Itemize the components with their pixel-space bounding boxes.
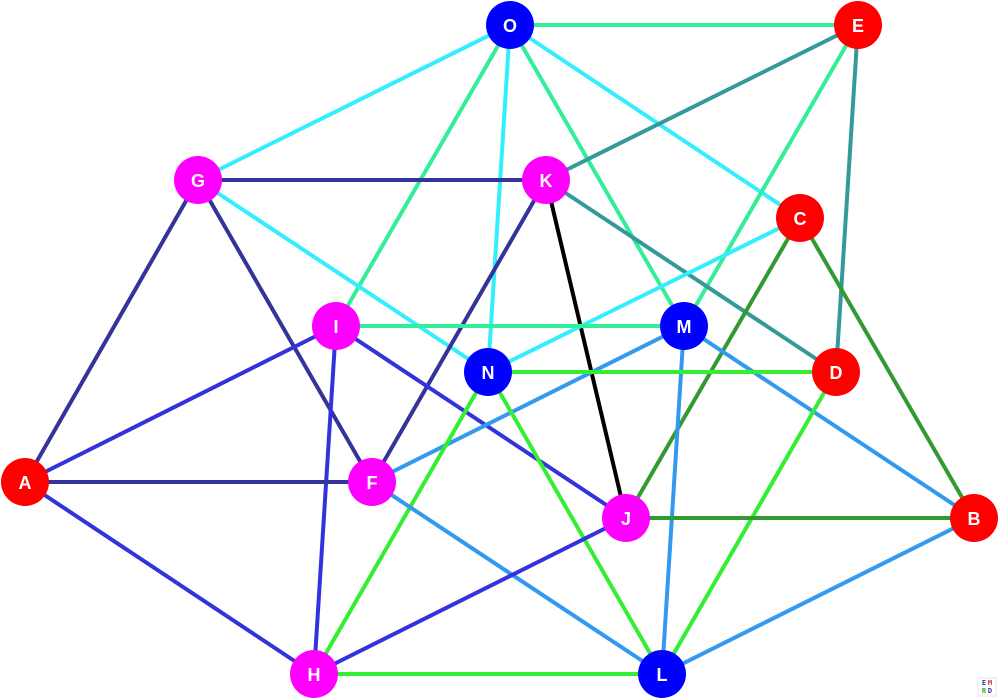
edge-b-l (661, 516, 975, 676)
edge-o-i (334, 23, 512, 328)
node-label: I (333, 317, 338, 337)
node-n: N (464, 348, 512, 396)
node-label: F (367, 473, 378, 493)
node-j: J (602, 494, 650, 542)
edge-e-d (834, 24, 860, 373)
edge-m-b (682, 324, 976, 520)
node-circle (812, 348, 860, 396)
logo-letter-m: M (988, 679, 992, 687)
node-circle (312, 302, 360, 350)
edge-m-f (371, 324, 685, 484)
node-circle (464, 348, 512, 396)
node-circle (522, 156, 570, 204)
node-label: B (968, 509, 981, 529)
edge-g-a (23, 179, 200, 483)
node-circle (174, 156, 222, 204)
edge-e-k (545, 23, 859, 182)
edge-o-m (508, 23, 686, 328)
node-label: J (621, 509, 631, 529)
node-label: C (794, 209, 807, 229)
node-circle (1, 458, 49, 506)
node-h: H (290, 650, 338, 698)
node-m: M (660, 302, 708, 350)
edge-g-f (196, 179, 374, 483)
edge-k-f (370, 179, 548, 483)
node-i: I (312, 302, 360, 350)
edge-k-j (544, 179, 628, 519)
node-circle (776, 194, 824, 242)
edges-layer (23, 23, 976, 676)
edge-i-h (312, 325, 338, 675)
edge-c-b (798, 216, 976, 520)
edge-g-n (196, 178, 490, 374)
edge-i-a (24, 324, 337, 484)
node-circle (486, 1, 534, 49)
edge-f-l (370, 480, 664, 676)
edge-a-h (23, 480, 316, 676)
node-l: L (638, 650, 686, 698)
edge-o-c (508, 23, 802, 220)
node-label: M (677, 317, 692, 337)
node-label: H (308, 665, 321, 685)
edge-j-h (313, 516, 627, 676)
node-label: G (191, 171, 205, 191)
node-d: D (812, 348, 860, 396)
node-f: F (348, 458, 396, 506)
node-o: O (486, 1, 534, 49)
edge-o-n (486, 24, 512, 373)
node-circle (660, 302, 708, 350)
logo-letter-e: E (982, 679, 986, 687)
edge-o-g (197, 23, 511, 182)
node-label: A (19, 473, 32, 493)
edge-d-l (660, 371, 838, 675)
node-label: N (482, 363, 495, 383)
node-label: D (830, 363, 843, 383)
node-circle (834, 1, 882, 49)
edge-c-j (624, 216, 802, 520)
node-label: E (852, 16, 864, 36)
node-circle (638, 650, 686, 698)
node-b: B (950, 494, 998, 542)
edge-n-l (486, 371, 664, 675)
edge-m-l (660, 325, 686, 675)
edge-c-n (487, 216, 801, 374)
emrd-logo: E M R D (977, 677, 997, 697)
node-g: G (174, 156, 222, 204)
edge-i-j (334, 324, 628, 520)
node-label: O (503, 16, 517, 36)
node-circle (950, 494, 998, 542)
node-label: L (657, 665, 668, 685)
node-label: K (540, 171, 553, 191)
node-circle (602, 494, 650, 542)
node-e: E (834, 1, 882, 49)
node-c: C (776, 194, 824, 242)
node-circle (290, 650, 338, 698)
node-a: A (1, 458, 49, 506)
edge-n-h (312, 371, 490, 675)
logo-letter-d: D (988, 687, 992, 695)
node-circle (348, 458, 396, 506)
edge-k-d (544, 178, 838, 374)
node-k: K (522, 156, 570, 204)
logo-letter-r: R (982, 687, 987, 695)
edge-e-m (682, 23, 860, 328)
